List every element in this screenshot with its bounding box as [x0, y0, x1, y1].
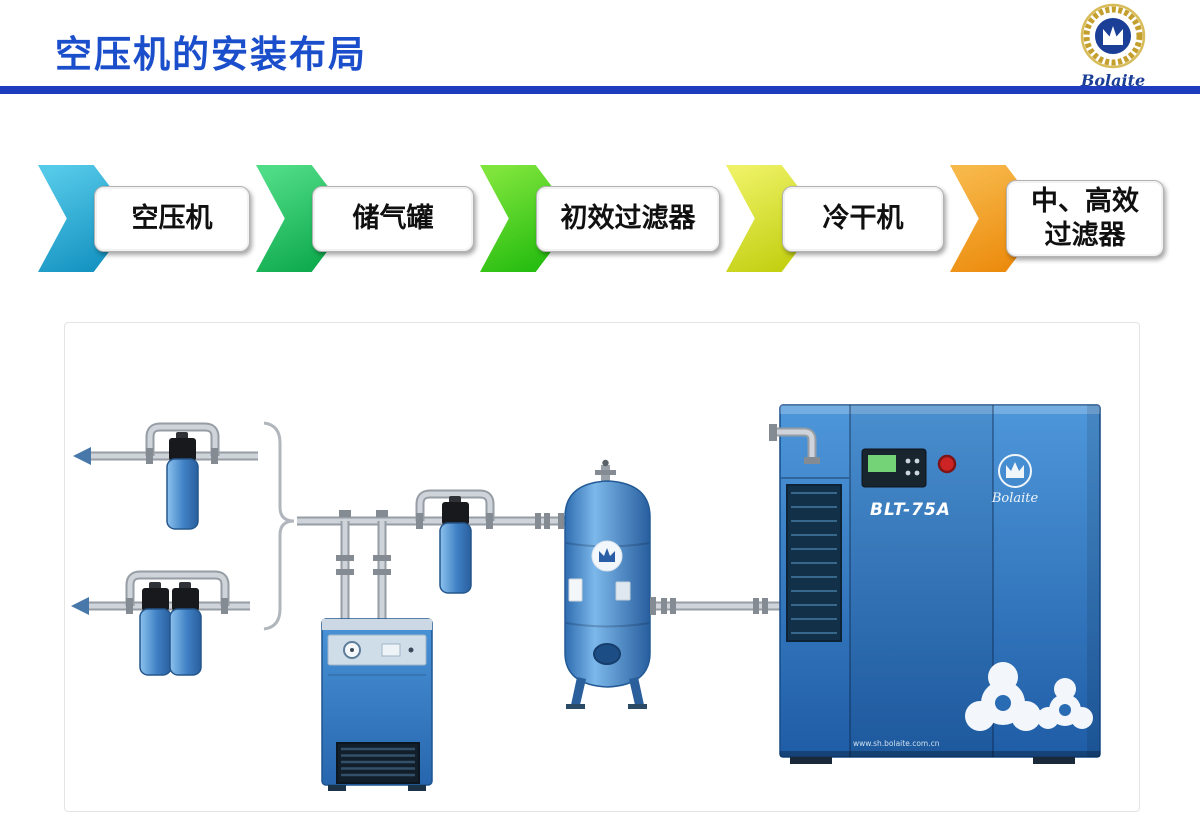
line-filter-main	[439, 496, 472, 594]
air-compressor: BLT-75A Bolaite www.sh.bolaite.com.cn	[779, 404, 1101, 764]
rotor-graphic-icon	[965, 662, 1093, 731]
line-filter-bottom-2	[169, 582, 202, 676]
tank-manhole	[593, 643, 621, 665]
flow-arrow-left-bottom-icon	[71, 597, 89, 615]
process-flow: 空压机 储气罐 初效过滤器 冷干机 中、高效 过滤器	[38, 165, 1168, 272]
flow-step-compressor: 空压机	[38, 165, 250, 272]
control-display	[868, 455, 896, 472]
brand-logo-text: Bolaite	[1080, 71, 1146, 90]
piping	[89, 422, 783, 621]
flow-step-dryer: 冷干机	[726, 165, 944, 272]
compressor-brand-label: Bolaite	[991, 491, 1039, 506]
grouping-brace	[263, 421, 295, 631]
page-title: 空压机的安装布局	[55, 33, 367, 76]
brand-logo-icon	[1080, 3, 1146, 69]
flow-step-label: 初效过滤器	[536, 185, 720, 252]
line-filter-top	[166, 432, 199, 530]
refrigerated-dryer	[321, 618, 433, 791]
discharge-elbow-pipe	[769, 424, 820, 464]
flow-step-air-tank: 储气罐	[256, 165, 474, 272]
dryer-switch	[381, 643, 401, 657]
line-filter-bottom-1	[139, 582, 172, 676]
header-rule	[0, 86, 1200, 94]
installation-diagram-drawing: BLT-75A Bolaite www.sh.bolaite.com.cn	[71, 404, 1101, 791]
compressor-model-label: BLT-75A	[870, 500, 951, 520]
installation-diagram: BLT-75A Bolaite www.sh.bolaite.com.cn	[64, 322, 1140, 812]
air-receiver-tank	[564, 459, 656, 709]
brand-logo: Bolaite	[1072, 3, 1154, 90]
compressor-brand-emblem-icon	[998, 454, 1032, 488]
flow-arrow-left-top-icon	[73, 447, 91, 465]
flow-step-label: 冷干机	[782, 185, 944, 252]
emergency-stop-button	[937, 454, 957, 474]
flow-step-label: 中、高效 过滤器	[1006, 179, 1164, 258]
flow-step-label: 空压机	[94, 185, 250, 252]
compressor-website-label: www.sh.bolaite.com.cn	[853, 739, 940, 748]
flow-step-label: 储气罐	[312, 185, 474, 252]
flow-step-fine-filter: 中、高效 过滤器	[950, 165, 1164, 272]
flow-step-pre-filter: 初效过滤器	[480, 165, 720, 272]
